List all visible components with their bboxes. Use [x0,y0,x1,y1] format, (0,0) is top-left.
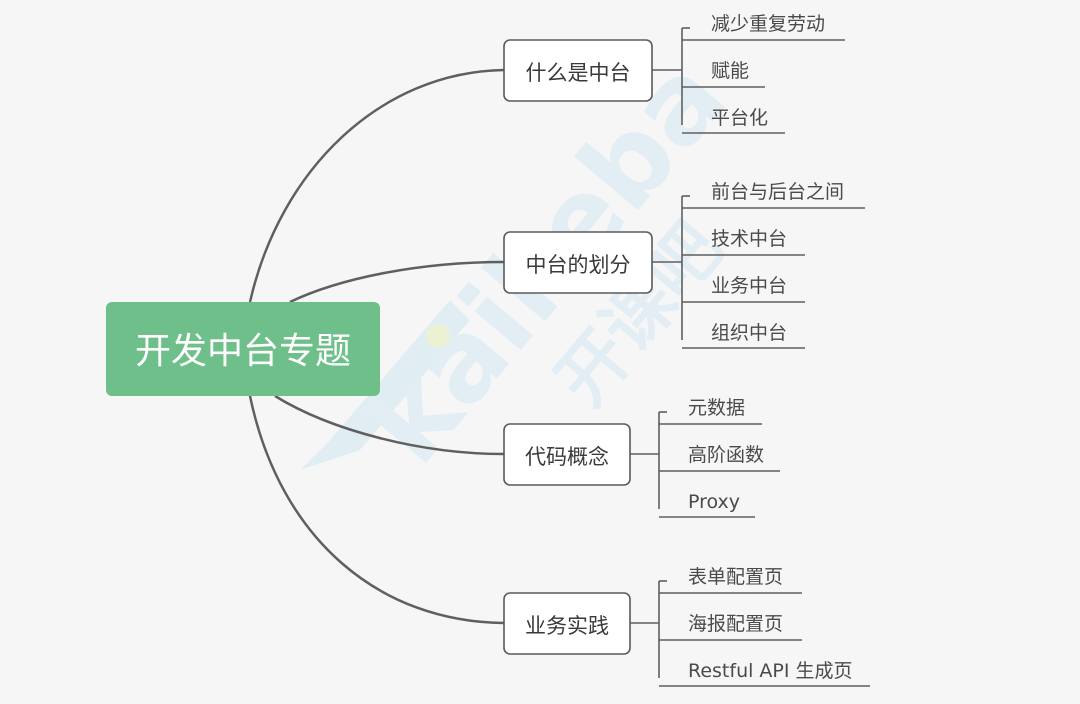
leaf-label[interactable]: 业务中台 [711,275,787,297]
branch-node-middle-platform-division[interactable]: 中台的划分 [503,231,653,294]
leaf-label[interactable]: 元数据 [688,397,745,419]
branch-node-code-concepts[interactable]: 代码概念 [503,423,631,486]
root-node[interactable]: 开发中台专题 [106,302,380,396]
leaf-label[interactable]: 技术中台 [711,228,787,250]
branch-label: 业务实践 [525,614,609,638]
root-to-branch-connector [248,395,505,625]
leaf-label[interactable]: 赋能 [711,60,749,82]
branch-label: 什么是中台 [526,61,631,85]
leaf-underlines [630,27,870,687]
branch-label: 代码概念 [525,445,609,469]
root-to-branch-connector [289,260,505,304]
leaf-label[interactable]: 前台与后台之间 [711,181,844,203]
leaf-label[interactable]: 平台化 [711,107,768,129]
leaf-label[interactable]: 减少重复劳动 [711,13,825,35]
connector-lines [248,68,505,625]
branch-node-business-practice[interactable]: 业务实践 [503,592,631,655]
leaf-label[interactable]: 海报配置页 [688,613,783,635]
leaf-label[interactable]: 高阶函数 [688,444,764,466]
branch-label: 中台的划分 [526,253,631,277]
leaf-label[interactable]: Proxy [688,491,740,513]
leaf-label[interactable]: 表单配置页 [688,566,783,588]
root-to-branch-connector [274,394,505,456]
leaf-label[interactable]: 组织中台 [711,322,787,344]
branch-node-what-is-middle-platform[interactable]: 什么是中台 [503,39,653,102]
root-label: 开发中台专题 [135,331,351,372]
root-to-branch-connector [248,68,505,303]
leaf-label[interactable]: Restful API 生成页 [688,660,853,682]
